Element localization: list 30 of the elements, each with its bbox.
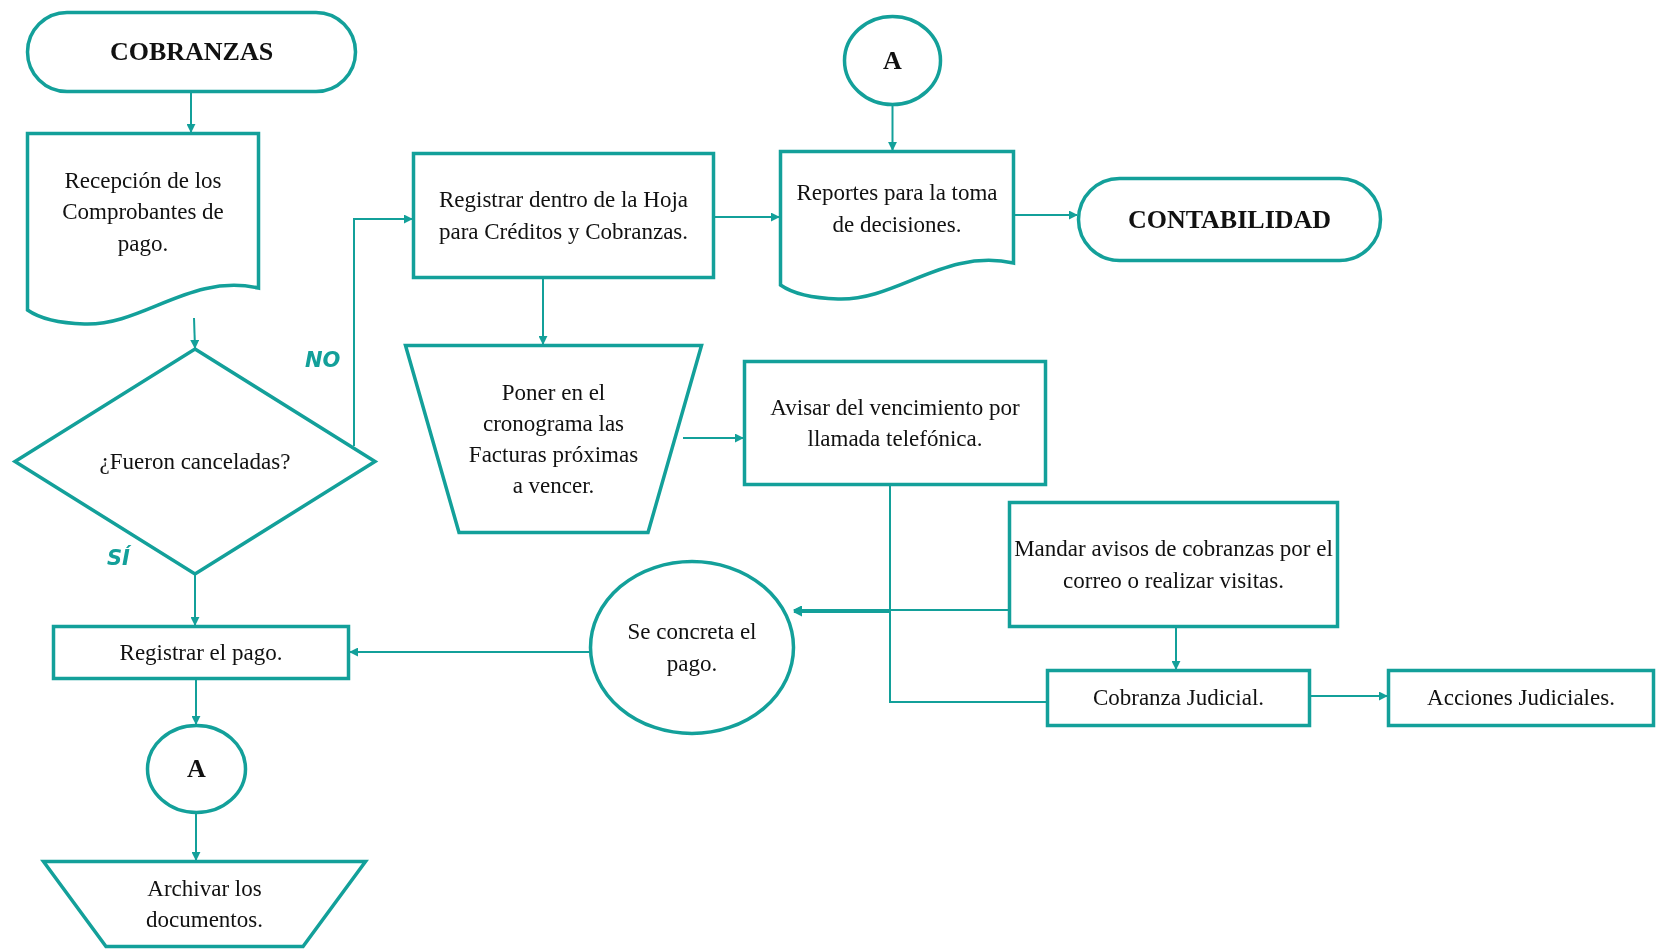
arrow <box>1310 691 1388 701</box>
arrow <box>682 433 744 443</box>
terminal-label: A <box>187 753 206 786</box>
node-text: Se concreta el pago. <box>626 618 758 678</box>
arrow <box>191 679 201 725</box>
arrow <box>191 813 201 861</box>
node-text: ¿Fueron canceladas? <box>99 447 291 476</box>
terminal-label: COBRANZAS <box>109 36 274 69</box>
arrow <box>538 278 548 345</box>
arrow <box>353 214 413 447</box>
node-text: Poner en el cronograma las Facturas próximas a vencer. <box>467 378 640 501</box>
node-text: Reportes para la toma de decisiones. <box>795 179 999 239</box>
node-text: Cobranza Judicial. <box>1092 684 1265 713</box>
arrow <box>190 574 200 626</box>
arrow <box>1171 627 1181 670</box>
arrow <box>714 212 780 222</box>
terminal-label: A <box>883 44 902 77</box>
arrow <box>888 105 897 151</box>
arrow <box>349 647 590 657</box>
node-text: Registrar dentro de la Hoja para Créditos y Cobranzas. <box>437 186 690 246</box>
node-text: Registrar el pago. <box>119 638 283 667</box>
arrow <box>186 92 196 133</box>
node-text: Recepción de los Comprobantes de pago. <box>61 167 225 258</box>
node-text: Archivar los documentos. <box>145 874 264 934</box>
node-text: Mandar avisos de cobranzas por el correo o realizar visitas. <box>1014 535 1333 595</box>
terminal-label: CONTABILIDAD <box>1127 203 1332 236</box>
arrow <box>1014 210 1078 220</box>
node-text: Avisar del vencimiento por llamada telefónica. <box>769 393 1021 453</box>
arrow <box>190 317 200 349</box>
node-text: Acciones Judiciales. <box>1427 684 1615 713</box>
